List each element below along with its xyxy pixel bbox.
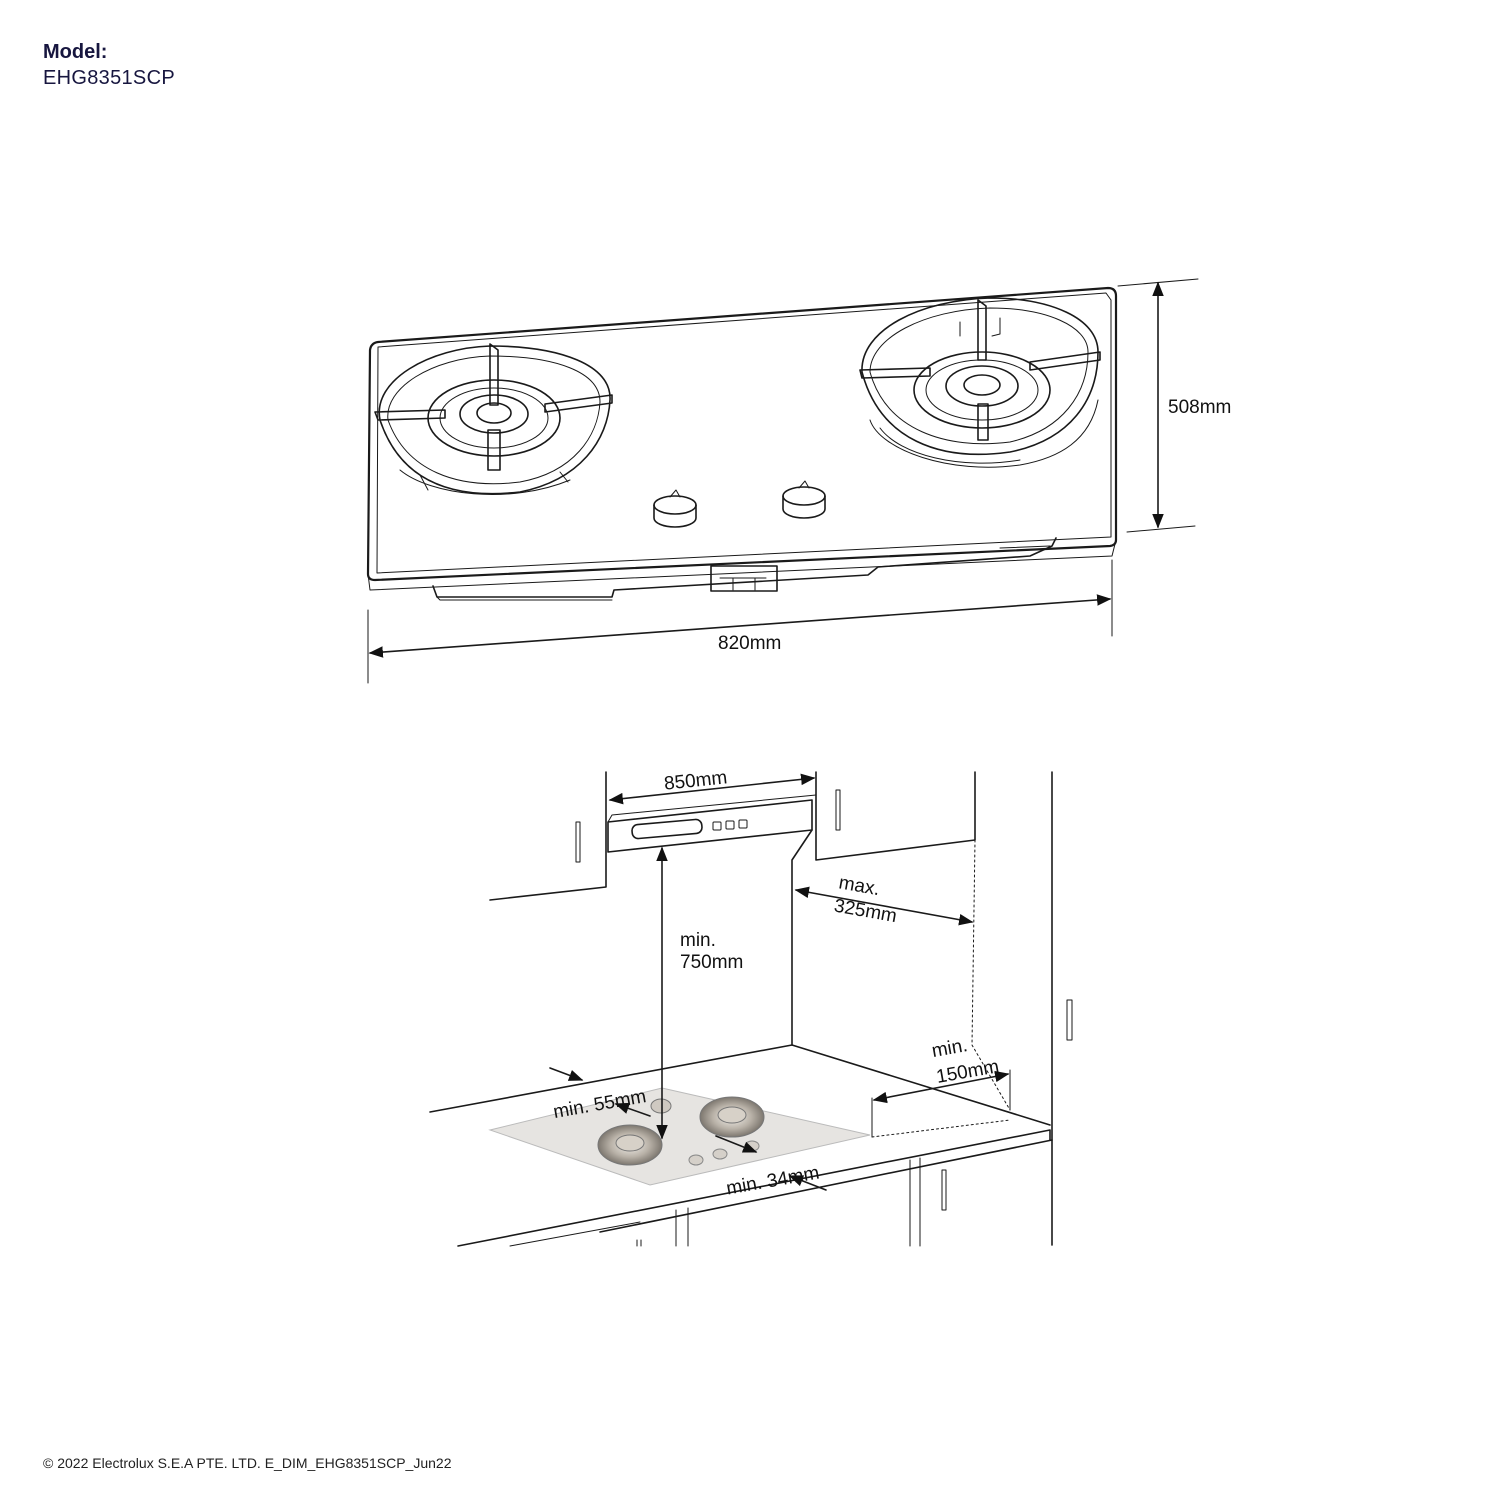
hob-burners [597, 1096, 765, 1166]
right-knob [782, 480, 826, 519]
dimension-width: 820mm [367, 559, 1113, 684]
dimension-max-depth: max. 325mm [794, 872, 974, 928]
min-side-value: 150mm [935, 1056, 1001, 1088]
dimension-min-side: min. 150mm [871, 1035, 1011, 1138]
hob-glass [488, 1087, 871, 1186]
width-dimension-text: 820mm [718, 633, 781, 654]
dimension-hood-width: 850mm [608, 767, 816, 805]
hood-width-text: 850mm [663, 767, 728, 795]
hob-drawing [366, 286, 1118, 601]
left-burner [374, 343, 613, 495]
dimension-min-height: min. 750mm [656, 846, 743, 1140]
model-code: EHG8351SCP [43, 67, 175, 89]
height-dimension-text: 508mm [1168, 397, 1231, 418]
left-knob [653, 489, 697, 528]
model-label: Model: [43, 41, 108, 63]
dimension-height: 508mm [1117, 278, 1231, 533]
min-side-label: min. [930, 1035, 969, 1062]
max-depth-value: 325mm [832, 896, 898, 928]
copyright-footer: © 2022 Electrolux S.E.A PTE. LTD. E_DIM_… [43, 1455, 452, 1471]
right-burner [859, 297, 1101, 468]
min-front-text: min. 34mm [725, 1163, 821, 1200]
min-height-value: 750mm [680, 952, 743, 973]
min-height-label: min. [680, 930, 716, 951]
